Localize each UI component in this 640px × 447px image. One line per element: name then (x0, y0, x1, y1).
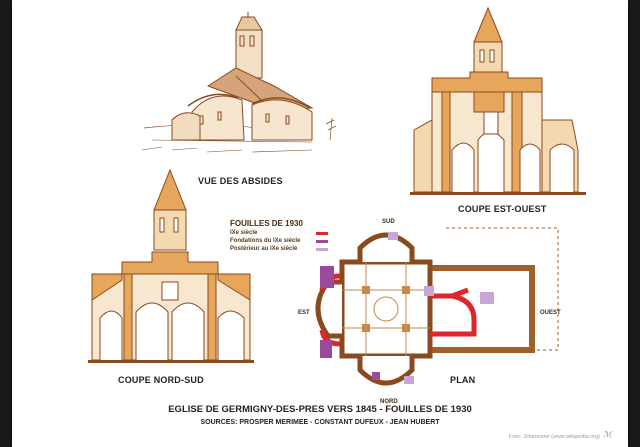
legend-item-fondations: Fondations du IXe siècle (230, 238, 301, 244)
plan-label-sud: SUD (382, 219, 395, 225)
church-sketch (141, 12, 337, 153)
coupe-est-ouest-drawing (410, 6, 586, 195)
page-title: EGLISE DE GERMIGNY-DES-PRES VERS 1845 - … (168, 404, 472, 415)
sources-line: SOURCES: PROSPER MERIMEE - CONSTANT DUFE… (200, 419, 440, 426)
legend-item-posterieur: Postérieur au IXe siècle (230, 246, 298, 252)
caption-vue-des-absides: VUE DES ABSIDES (198, 176, 283, 186)
legend-item-ixe: IXe siècle (230, 230, 258, 236)
photo-credit: Foto: Jchancerel (www.wikipedia.org) (508, 434, 600, 440)
caption-coupe-est-ouest: COUPE EST-OUEST (458, 204, 547, 214)
caption-plan: PLAN (450, 375, 476, 385)
plan-label-est: EST (298, 310, 310, 316)
coupe-nord-sud-drawing (88, 168, 254, 363)
legend-swatch-purple (316, 240, 328, 243)
plan-label-nord: NORD (380, 399, 398, 405)
legend-swatch-lilac (316, 248, 328, 251)
slide: VUE DES ABSIDES COUPE EST-OUEST (12, 0, 628, 447)
legend-swatch-red (316, 232, 328, 235)
caption-coupe-nord-sud: COUPE NORD-SUD (118, 375, 204, 385)
plan-drawing (315, 227, 559, 386)
watermark-logo: ℳ (603, 430, 612, 439)
plan-label-ouest: OUEST (540, 310, 561, 316)
legend-title: FOUILLES DE 1930 (230, 219, 303, 228)
